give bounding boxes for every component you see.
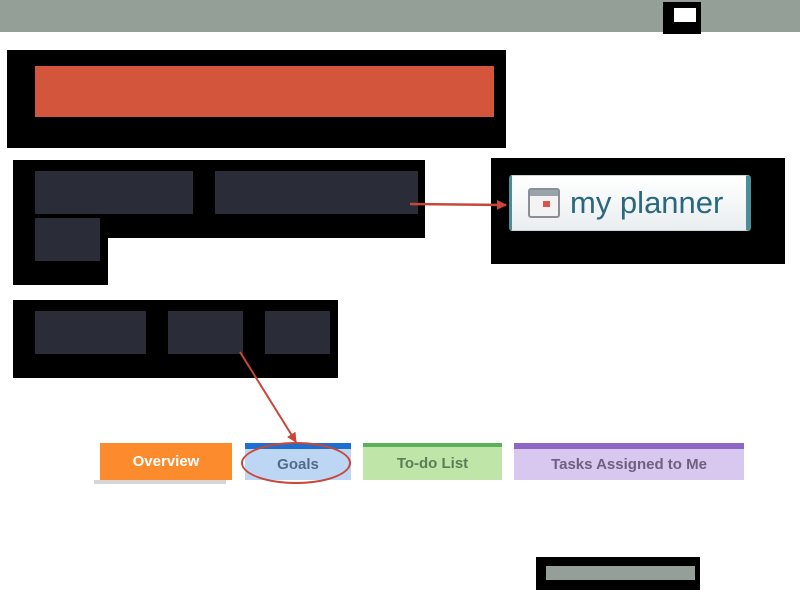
tab-overview[interactable]: Overview <box>100 443 232 480</box>
menu-item-redacted-6[interactable] <box>265 311 330 354</box>
tab-overview-shadow <box>94 480 226 484</box>
top-bar-window-button[interactable] <box>674 8 696 22</box>
menu-item-redacted-5[interactable] <box>168 311 243 354</box>
calendar-icon <box>528 188 560 218</box>
tab-goals[interactable]: Goals <box>245 443 351 480</box>
menu-item-redacted-3[interactable] <box>35 218 100 261</box>
tab-todo-list[interactable]: To-do List <box>363 443 502 480</box>
my-planner-button[interactable]: my planner <box>509 175 751 231</box>
tab-tasks-assigned-to-me[interactable]: Tasks Assigned to Me <box>514 443 744 480</box>
my-planner-label: my planner <box>570 185 724 220</box>
menu-item-redacted-4[interactable] <box>35 311 146 354</box>
menu-item-redacted-1[interactable] <box>35 171 193 214</box>
header-banner <box>35 66 494 117</box>
menu-item-redacted-2[interactable] <box>215 171 418 214</box>
bottom-grey-bar <box>546 566 695 580</box>
